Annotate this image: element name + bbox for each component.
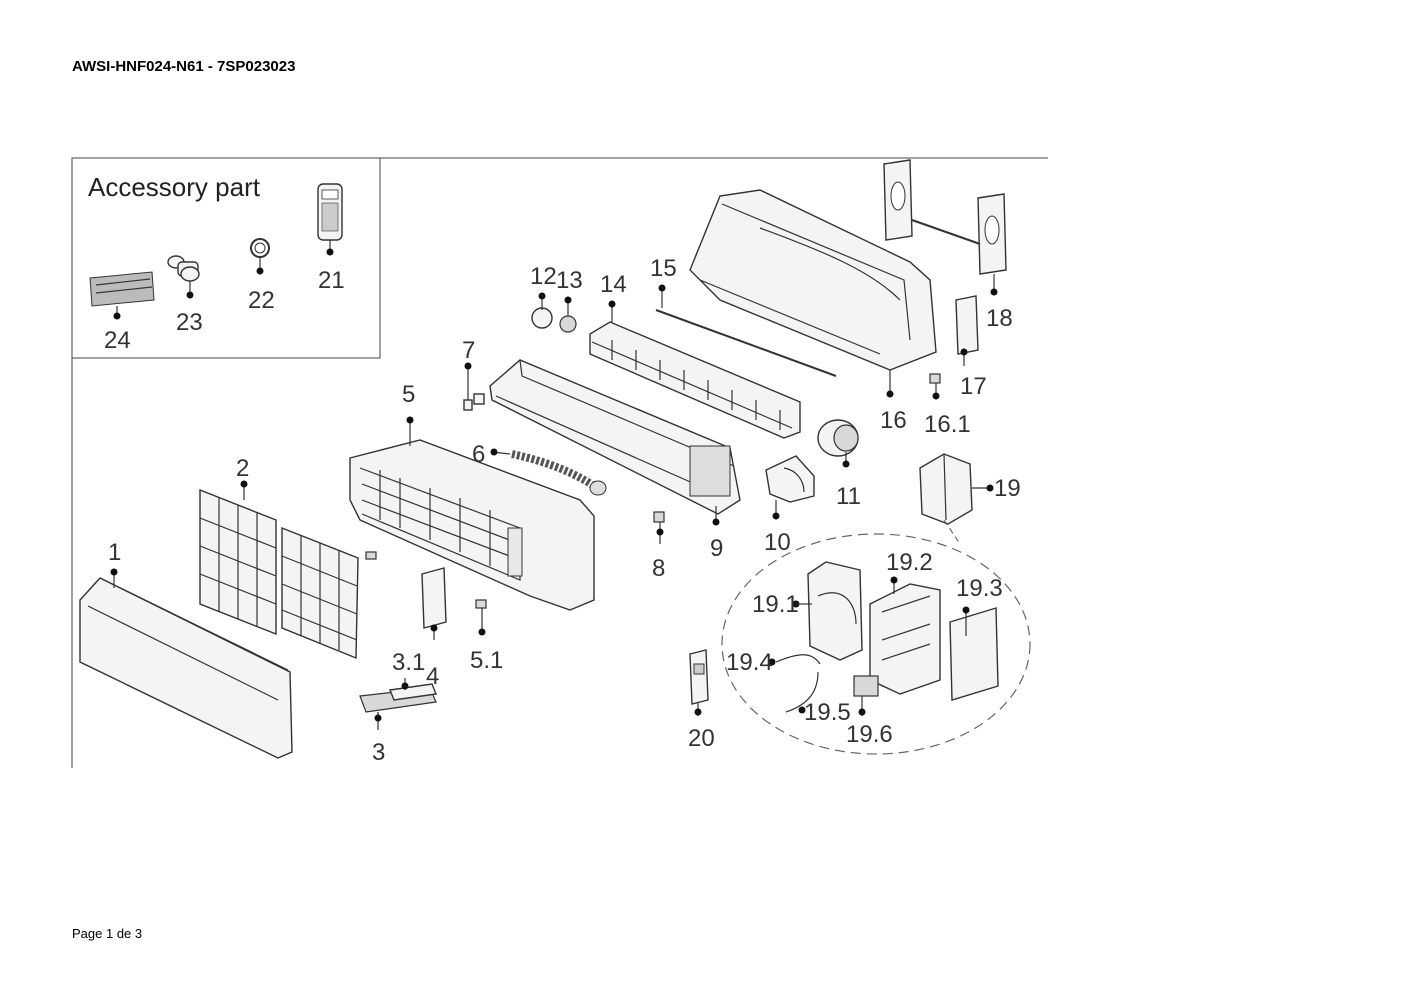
accessory-filter-strip [89,271,155,320]
label-20: 20 [688,725,715,752]
part-back-housing: 16 [689,189,937,434]
part-receiver-board: 20 [688,649,715,752]
part-motor-clamp: 10 [764,455,815,556]
label-5-1: 5.1 [470,647,503,674]
part-drain-hose: 6 [472,441,607,496]
label-15: 15 [650,255,677,282]
part-terminal-bracket: 17 [955,295,987,400]
part-pcb-insulation: 19.3 [949,575,1003,701]
part-sensor-clip: 8 [652,511,665,582]
label-1: 1 [108,539,121,566]
label-17: 17 [960,373,987,400]
label-11: 11 [836,483,861,510]
label-16-1: 16.1 [924,411,971,438]
part-electric-box-cover: 19.1 [752,561,863,661]
label-23: 23 [176,309,203,336]
accessory-box: Accessory part 24 23 22 21 [71,157,381,359]
part-electrical-cover: 4 [421,567,447,690]
label-6: 6 [472,441,485,468]
part-swing-rod: 15 [650,255,837,377]
part-bearing-holder: 12 13 [530,263,583,333]
part-terminal-block: 19.6 [846,675,893,748]
accessory-ring [250,238,270,275]
part-main-pcb: 19.2 [869,549,941,695]
accessory-drain-elbow [167,255,200,299]
label-19-6: 19.6 [846,721,893,748]
label-19-4: 19.4 [726,649,773,676]
document-title: AWSI-HNF024-N61 - 7SP023023 [72,58,296,75]
label-19-2: 19.2 [886,549,933,576]
accessory-box-title: Accessory part [88,172,261,202]
part-mounting-plate: 18 [883,159,1013,332]
label-13: 13 [556,267,583,294]
label-5: 5 [402,381,415,408]
label-9: 9 [710,535,723,562]
label-14: 14 [600,271,627,298]
label-3: 3 [372,739,385,766]
label-19: 19 [994,475,1021,502]
part-small-bracket: 16.1 [924,373,971,438]
label-7: 7 [462,337,475,364]
part-fan-motor: 11 [817,419,861,510]
label-24: 24 [104,327,131,354]
label-2: 2 [236,455,249,482]
label-19-1: 19.1 [752,591,799,618]
label-18: 18 [986,305,1013,332]
label-19-3: 19.3 [956,575,1003,602]
label-21: 21 [318,267,345,294]
label-3-1: 3.1 [392,649,425,676]
part-small-clip: 5.1 [365,551,503,674]
label-4: 4 [426,663,439,690]
part-pipe-fitting: 7 [462,337,485,411]
accessory-remote-control [317,183,343,256]
part-room-sensor: 19.4 [726,649,821,676]
part-electric-box: 19 [919,453,1021,525]
electric-box-detail-group: 19.1 19.2 19.3 19.4 19.5 [721,519,1031,755]
part-display-board: 3 3.1 [359,649,437,766]
label-19-5: 19.5 [804,699,851,726]
label-10: 10 [764,529,791,556]
part-front-panel: 1 [79,539,293,759]
part-chassis: 5 [349,381,595,611]
label-8: 8 [652,555,665,582]
part-air-filter: 2 [199,455,359,660]
page-footer: Page 1 de 3 [72,926,143,941]
label-16: 16 [880,407,907,434]
part-pipe-sensor: 19.5 [785,671,851,726]
part-evaporator: 9 [489,359,741,562]
part-cross-flow-fan: 14 [589,271,801,439]
label-22: 22 [248,287,275,314]
label-12: 12 [530,263,557,290]
